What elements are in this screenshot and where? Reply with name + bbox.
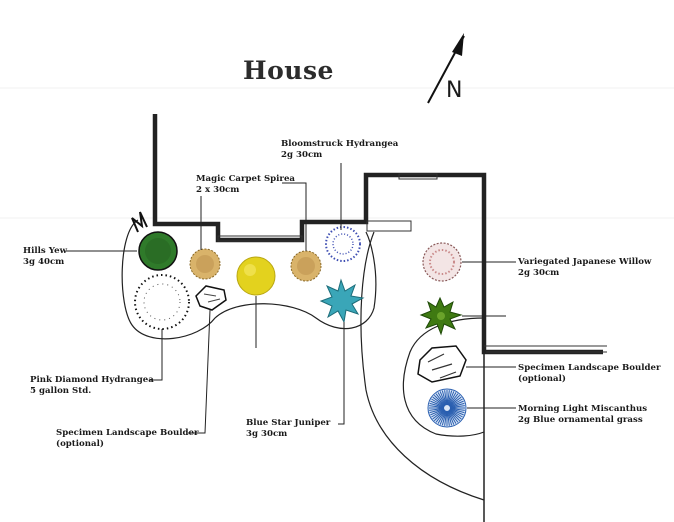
magic-carpet-spirea-yellow-icon bbox=[236, 256, 276, 296]
grass-blade bbox=[444, 410, 448, 426]
plant-size: 2g 30cm bbox=[518, 268, 560, 278]
grass-blade bbox=[441, 390, 447, 406]
grass-blade bbox=[429, 408, 445, 414]
grass-blade bbox=[449, 396, 462, 407]
house-windows bbox=[217, 173, 607, 353]
variegated-willow-icon bbox=[422, 242, 462, 282]
bloomstruck-hydrangea-icon bbox=[325, 226, 361, 262]
grass-blade bbox=[432, 409, 445, 420]
plant-size: (optional) bbox=[56, 439, 104, 449]
label-hills-yew: Hills Yew 3g 40cm bbox=[23, 246, 67, 268]
plant-size: 3g 30cm bbox=[246, 429, 288, 439]
grass-blade bbox=[449, 408, 464, 416]
plant-size: (optional) bbox=[518, 374, 566, 384]
grass-blade bbox=[448, 394, 461, 407]
plant-size: 3g 40cm bbox=[23, 257, 65, 267]
grass-blade bbox=[449, 409, 463, 418]
grass-blade bbox=[447, 410, 453, 426]
garden-bed-left bbox=[121, 219, 377, 340]
label-bloomstruck-hydrangea: Bloomstruck Hydrangea 2g 30cm bbox=[281, 139, 398, 161]
grass-blade bbox=[448, 392, 457, 406]
boulder-right-icon bbox=[417, 345, 467, 383]
grass-blade bbox=[449, 402, 465, 408]
grass-blade bbox=[447, 390, 453, 406]
grass-blade bbox=[449, 400, 464, 408]
grass-blade bbox=[446, 410, 450, 426]
plant-name: Hills Yew bbox=[23, 246, 67, 256]
magic-carpet-spirea-right-icon bbox=[290, 250, 322, 282]
plant-size: 2g Blue ornamental grass bbox=[518, 415, 643, 425]
grass-blade bbox=[433, 409, 446, 422]
plant-name: Bloomstruck Hydrangea bbox=[281, 139, 399, 149]
grass-blade bbox=[447, 410, 455, 425]
leader-lines bbox=[66, 163, 516, 434]
plant-name: Specimen Landscape Boulder bbox=[56, 428, 199, 438]
plant-name: Magic Carpet Spirea bbox=[196, 174, 295, 184]
grass-blade bbox=[433, 394, 446, 407]
grass-blade bbox=[448, 409, 461, 422]
north-label: N bbox=[446, 78, 463, 103]
plant-size: 2 x 30cm bbox=[196, 185, 240, 195]
grass-blade bbox=[429, 402, 445, 408]
grass-blade bbox=[448, 393, 459, 406]
label-boulder-left: Specimen Landscape Boulder (optional) bbox=[56, 428, 198, 450]
grass-blade bbox=[444, 390, 448, 406]
grass-blade bbox=[446, 390, 450, 406]
grass-blade bbox=[430, 400, 445, 408]
label-blue-star-juniper: Blue Star Juniper 3g 30cm bbox=[246, 418, 330, 440]
label-boulder-right: Specimen Landscape Boulder (optional) bbox=[518, 363, 660, 385]
grass-blade bbox=[435, 393, 446, 406]
grass-blade bbox=[439, 410, 447, 425]
grass-blade bbox=[429, 407, 445, 411]
grass-blade bbox=[449, 408, 465, 414]
label-morning-light-miscanthus: Morning Light Miscanthus 2g Blue ornamen… bbox=[518, 404, 647, 426]
plant-size: 2g 30cm bbox=[281, 150, 323, 160]
label-variegated-japanese-willow: Variegated Japanese Willow 2g 30cm bbox=[518, 257, 651, 279]
grass-blade bbox=[437, 410, 446, 424]
boulder-left-icon bbox=[195, 285, 227, 311]
plant-name: Variegated Japanese Willow bbox=[518, 257, 652, 267]
garden-bed-right bbox=[360, 231, 485, 501]
label-pink-diamond-hydrangea: Pink Diamond Hydrangea 5 gallon Std. bbox=[30, 375, 154, 397]
grass-blade bbox=[432, 396, 445, 407]
page-title: House bbox=[243, 56, 334, 85]
plant-name: Pink Diamond Hydrangea bbox=[30, 375, 154, 385]
grass-blade bbox=[449, 398, 463, 407]
grass-blade bbox=[431, 398, 445, 407]
plant-name: Specimen Landscape Boulder bbox=[518, 363, 661, 373]
plant-name: Blue Star Juniper bbox=[246, 418, 331, 428]
hills-yew-icon bbox=[131, 211, 178, 271]
plant-name: Morning Light Miscanthus bbox=[518, 404, 648, 414]
green-grass-icon bbox=[419, 296, 463, 336]
grass-blade bbox=[430, 408, 445, 416]
grass-blade bbox=[449, 407, 465, 411]
morning-light-miscanthus-icon bbox=[427, 388, 467, 428]
magic-carpet-spirea-left-icon bbox=[189, 248, 221, 280]
grass-blade bbox=[449, 409, 462, 420]
grass-blade bbox=[439, 391, 447, 406]
grass-blade bbox=[431, 409, 445, 418]
grass-blade bbox=[447, 391, 455, 406]
grass-blade bbox=[437, 392, 446, 406]
grass-blade bbox=[448, 410, 459, 423]
north-arrow-icon bbox=[427, 33, 465, 104]
house-walls bbox=[152, 114, 603, 355]
blue-star-juniper-icon bbox=[319, 278, 365, 324]
grass-blade bbox=[429, 405, 445, 409]
label-magic-carpet-spirea: Magic Carpet Spirea 2 x 30cm bbox=[196, 174, 295, 196]
grass-blade bbox=[448, 410, 457, 424]
grass-blade bbox=[449, 405, 465, 409]
grass-blade bbox=[441, 410, 447, 426]
pink-diamond-hydrangea-icon bbox=[134, 274, 190, 330]
grass-blade bbox=[435, 410, 446, 423]
plant-size: 5 gallon Std. bbox=[30, 386, 92, 396]
